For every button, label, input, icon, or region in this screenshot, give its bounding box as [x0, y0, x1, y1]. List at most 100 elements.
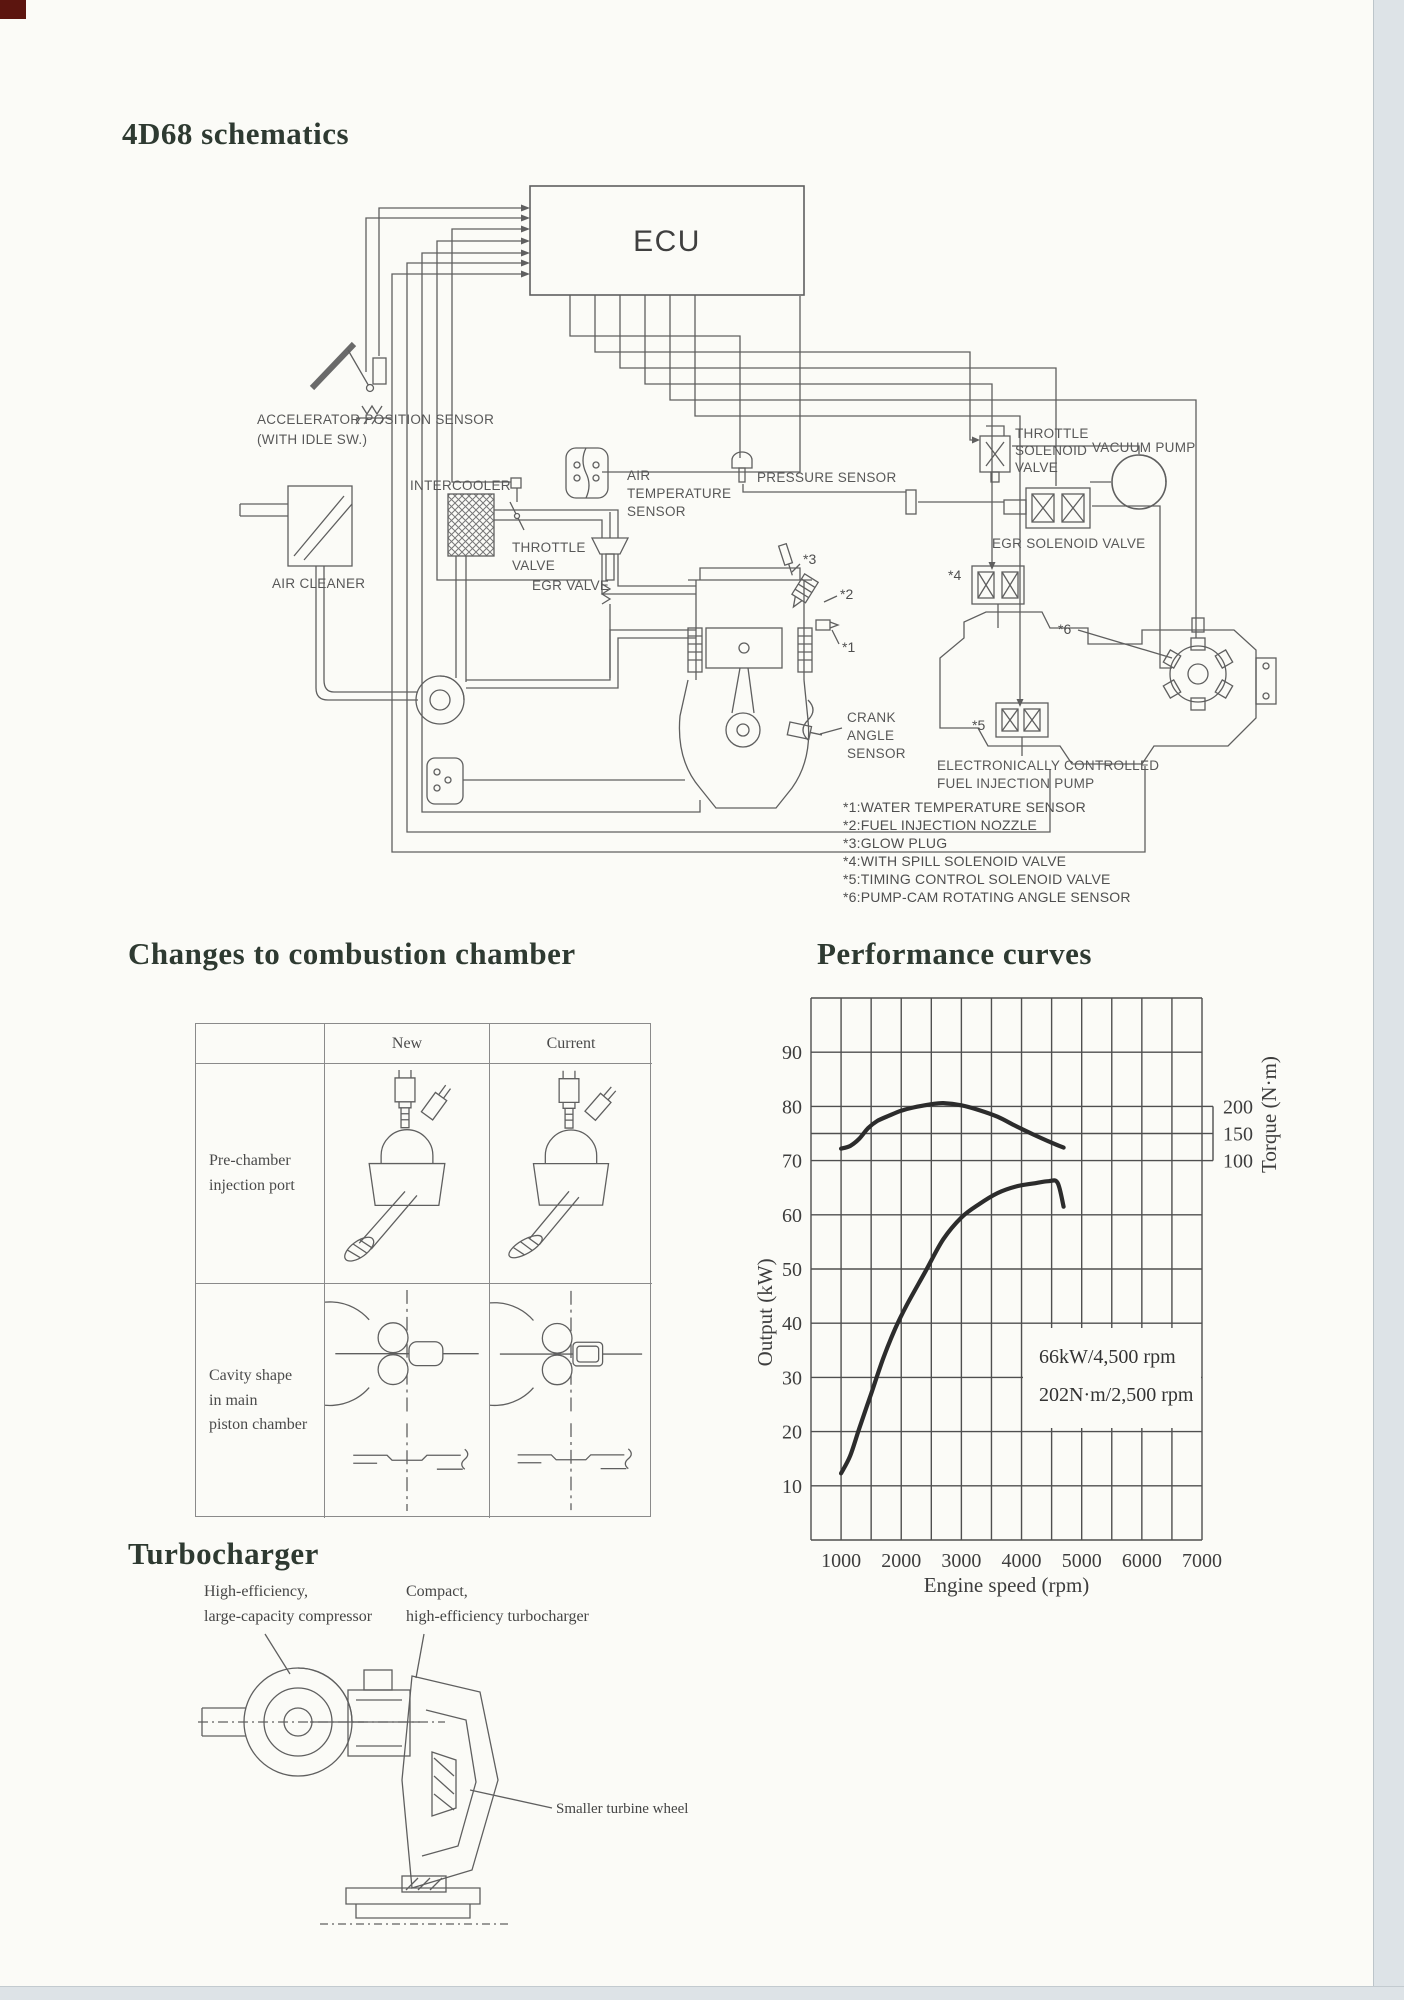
torque-tick-label: 150	[1223, 1124, 1253, 1146]
label-accelerator-2: (WITH IDLE SW.)	[257, 432, 367, 447]
egr-valve-figure	[590, 512, 630, 605]
y-axis-tick-label: 60	[782, 1205, 802, 1227]
label-vacuum-pump: VACUUM PUMP	[1092, 440, 1196, 455]
footnote-5: *5:TIMING CONTROL SOLENOID VALVE	[843, 871, 1111, 887]
footnote-6: *6:PUMP-CAM ROTATING ANGLE SENSOR	[843, 889, 1131, 905]
section-heading-turbo: Turbocharger	[128, 1536, 319, 1571]
wiring-harness	[365, 204, 1197, 853]
marker-1: *1	[842, 639, 855, 655]
throttle-solenoid-figure	[979, 425, 1011, 483]
x-axis-tick-label: 1000	[821, 1550, 861, 1572]
turbo-label-turbine-wheel: Smaller turbine wheel	[556, 1801, 689, 1817]
engine-schematic-figure: ECU	[239, 185, 1277, 905]
label-throttle-solenoid-3: VALVE	[1015, 460, 1058, 475]
ecu-label: ECU	[633, 225, 701, 258]
label-throttle-solenoid-1: THROTTLE	[1015, 426, 1089, 441]
label-egr-solenoid: EGR SOLENOID VALVE	[992, 536, 1145, 551]
pump-component-figure	[426, 757, 685, 805]
annotation-box	[1023, 1328, 1201, 1428]
footnote-4: *4:WITH SPILL SOLENOID VALVE	[843, 853, 1066, 869]
annotation-text: 66kW/4,500 rpm	[1039, 1346, 1176, 1368]
injection-pump-figure	[939, 565, 1277, 765]
label-intercooler: INTERCOOLER	[410, 478, 511, 493]
label-throttle-valve-1: THROTTLE	[512, 540, 586, 555]
marker-4: *4	[948, 567, 961, 583]
prechamber-current-figure	[489, 1063, 652, 1283]
y-axis-title: Output (kW)	[753, 1258, 777, 1366]
annotation-text: 202N·m/2,500 rpm	[1039, 1384, 1194, 1406]
section-heading-schematics: 4D68 schematics	[122, 116, 350, 151]
air-cleaner-figure	[239, 485, 353, 567]
section-heading-performance: Performance curves	[817, 936, 1092, 971]
x-axis-tick-label: 7000	[1182, 1550, 1222, 1572]
scan-corner-mark	[0, 0, 26, 19]
turbo-compressor-figure	[415, 675, 465, 725]
curve-output	[838, 1178, 1066, 1476]
x-axis-title: Engine speed (rpm)	[924, 1573, 1090, 1597]
x-axis-tick-label: 6000	[1122, 1550, 1162, 1572]
footnote-2: *2:FUEL INJECTION NOZZLE	[843, 817, 1037, 833]
y-axis-tick-label: 80	[782, 1096, 802, 1118]
page-edge-right	[1373, 0, 1404, 2000]
marker-6: *6	[1058, 621, 1071, 637]
engine-block-figure	[678, 542, 843, 809]
egr-solenoid-figure	[905, 487, 1091, 529]
table-header-new: New	[324, 1024, 489, 1063]
ecu-box: ECU	[529, 185, 805, 296]
y-axis-tick-label: 40	[782, 1313, 802, 1335]
table-header-current: Current	[489, 1024, 652, 1063]
x-axis-tick-label: 2000	[881, 1550, 921, 1572]
y-axis-tick-label: 10	[782, 1476, 802, 1498]
y-axis-tick-label: 90	[782, 1042, 802, 1064]
marker-5: *5	[972, 717, 985, 733]
label-crank-angle-1: CRANK	[847, 710, 896, 725]
right-axis-title: Torque (N·m)	[1257, 1056, 1281, 1173]
x-axis-tick-label: 3000	[941, 1550, 981, 1572]
y-axis-tick-label: 70	[782, 1151, 802, 1173]
marker-2: *2	[840, 586, 853, 602]
section-heading-combustion: Changes to combustion chamber	[128, 936, 576, 971]
torque-tick-label: 200	[1223, 1096, 1253, 1118]
schematic-footnotes: *1:WATER TEMPERATURE SENSOR *2:FUEL INJE…	[843, 799, 1131, 905]
label-injection-pump-2: FUEL INJECTION PUMP	[937, 776, 1094, 791]
label-air-temp-2: TEMPERATURE	[627, 486, 731, 501]
torque-tick-label: 100	[1223, 1151, 1253, 1173]
label-injection-pump-1: ELECTRONICALLY CONTROLLED	[937, 758, 1159, 773]
footnote-1: *1:WATER TEMPERATURE SENSOR	[843, 799, 1086, 815]
label-air-temp-1: AIR	[627, 468, 650, 483]
pump-cam-gear	[1162, 617, 1234, 711]
turbo-label-turbocharger: Compact, high-efficiency turbocharger	[406, 1583, 589, 1625]
label-egr-valve: EGR VALVE	[532, 578, 609, 593]
cavity-current-figure	[489, 1283, 652, 1518]
x-axis-tick-label: 4000	[1002, 1550, 1042, 1572]
x-axis-tick-label: 5000	[1062, 1550, 1102, 1572]
cavity-new-figure	[324, 1283, 489, 1518]
label-air-temp-3: SENSOR	[627, 504, 686, 519]
prechamber-new-figure	[324, 1063, 489, 1283]
label-accelerator-1: ACCELERATOR POSITION SENSOR	[257, 412, 494, 427]
label-crank-angle-3: SENSOR	[847, 746, 906, 761]
label-air-cleaner: AIR CLEANER	[272, 576, 365, 591]
air-piping	[315, 509, 696, 701]
combustion-chamber-table: New Current Pre-chamber injection port	[195, 1023, 652, 1518]
curve-torque	[838, 1100, 1066, 1151]
marker-3: *3	[803, 551, 816, 567]
label-pressure-sensor: PRESSURE SENSOR	[757, 470, 897, 485]
label-throttle-valve-2: VALVE	[512, 558, 555, 573]
intercooler-figure	[447, 493, 495, 557]
air-temp-sensor-figure	[565, 447, 609, 499]
throttle-valve-figure	[509, 477, 525, 531]
table-corner-cell	[196, 1024, 324, 1063]
vacuum-pump-figure	[1111, 454, 1167, 510]
footnote-3: *3:GLOW PLUG	[843, 835, 947, 851]
table-row-label-prechamber: Pre-chamber injection port	[196, 1063, 324, 1283]
y-axis-tick-label: 20	[782, 1422, 802, 1444]
y-axis-tick-label: 50	[782, 1259, 802, 1281]
table-row-label-cavity: Cavity shape in main piston chamber	[196, 1283, 324, 1518]
accelerator-pedal-figure	[309, 341, 392, 425]
pressure-sensor-figure	[731, 451, 753, 483]
label-throttle-solenoid-2: SOLENOID	[1015, 443, 1087, 458]
turbocharger-figure	[198, 1633, 553, 1925]
